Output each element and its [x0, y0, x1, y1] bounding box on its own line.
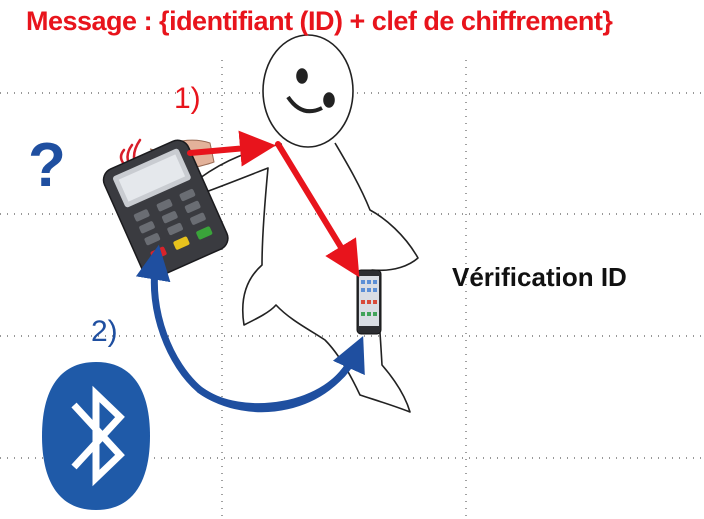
arrow-hand-to-body	[187, 130, 276, 167]
message-title: Message : {identifiant (ID) + clef de ch…	[26, 6, 613, 36]
step-2-label: 2)	[91, 315, 118, 348]
arrow-phone-to-terminal	[135, 244, 359, 410]
smartphone-icon	[356, 269, 382, 335]
bluetooth-icon	[42, 362, 150, 510]
arrow-body-to-phone	[275, 141, 360, 278]
arrow-terminal-to-phone	[196, 336, 365, 413]
blue-arrows	[135, 244, 365, 413]
step-1-label: 1)	[174, 82, 201, 115]
red-arrows	[187, 130, 360, 278]
verification-label: Vérification ID	[452, 262, 627, 292]
question-mark: ?	[28, 131, 66, 200]
stick-figure-icon	[194, 34, 419, 413]
